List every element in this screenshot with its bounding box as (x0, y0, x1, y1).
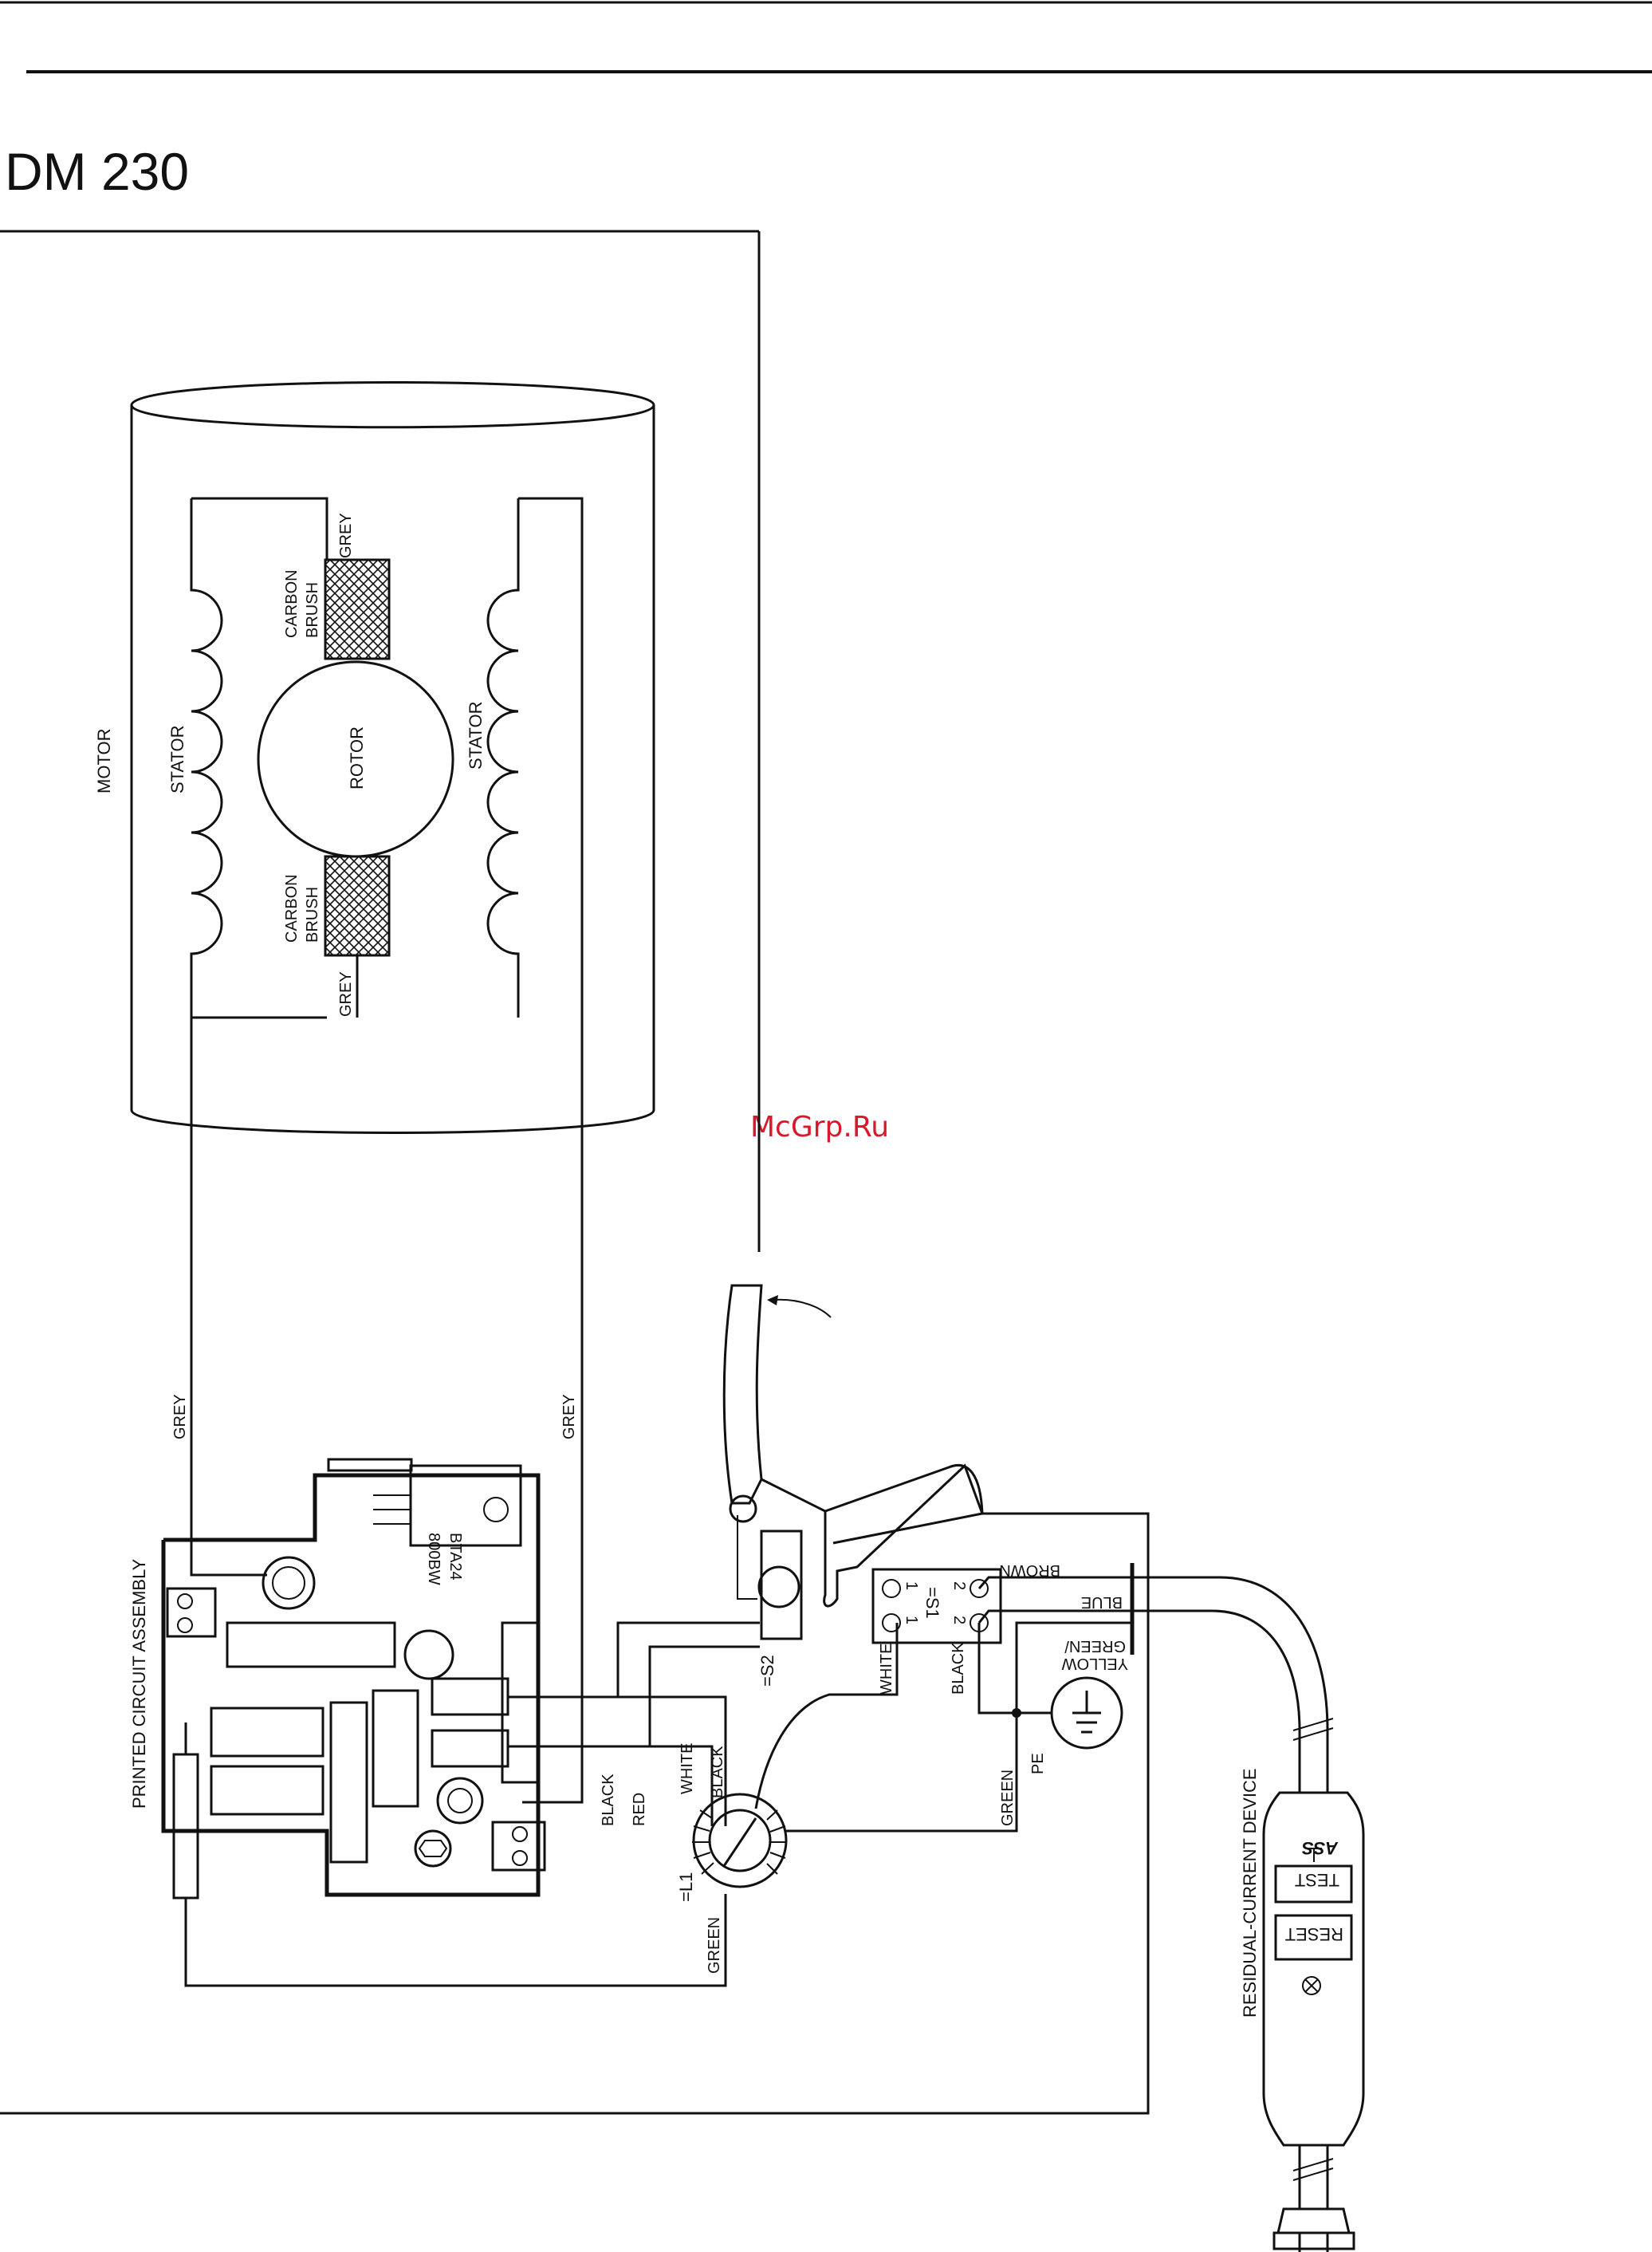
motor-label: MOTOR (94, 729, 114, 793)
switch-s2-lever (738, 1515, 757, 1599)
page-title: DM 230 (5, 142, 189, 201)
pcb-capacitor-top-inner (273, 1567, 305, 1599)
pcb-terminal-right-screw-2 (513, 1851, 527, 1865)
pcb-outline (163, 1475, 538, 1895)
stator-right-top-wire (518, 498, 582, 1514)
wire-brown-label: BROWN (999, 1561, 1060, 1579)
pcb-relay-1 (211, 1708, 323, 1756)
stator-right-label: STATOR (466, 701, 486, 770)
tool-housing-bottom (0, 1514, 1148, 2113)
mains-plug (1274, 2209, 1354, 2252)
wire-s1-black (979, 1623, 1017, 1713)
stator-left-top-wire (191, 498, 327, 560)
wire-black-s1-label: BLACK (950, 1642, 967, 1695)
switch-s1-pin-2a: 2 (950, 1581, 968, 1590)
pcb-block-tall (331, 1703, 367, 1862)
switch-s1-terminal-1a (883, 1580, 900, 1597)
switch-s2-label: =S2 (757, 1655, 777, 1687)
carbon-brush-bottom (325, 856, 389, 955)
rcd-reset-label: RESET (1285, 1924, 1343, 1944)
toroid-coil-l1: =L1 (676, 1794, 787, 1902)
pcb-suppressor-rod (174, 1754, 198, 1898)
wire-grey-right-label: GREY (560, 1394, 578, 1439)
motor-top-edge (132, 405, 654, 427)
wire-grey-left (191, 1018, 267, 1575)
motor-wire-bottom-label: GREY (337, 971, 355, 1017)
trigger-arrow (773, 1300, 831, 1317)
switch-s2-contact (759, 1567, 799, 1607)
pcb-label: PRINTED CIRCUIT ASSEMBLY (129, 1558, 149, 1809)
carbon-brush-top (325, 560, 389, 659)
power-cord-top-inner (1132, 1611, 1300, 1793)
wire-black-pcb (508, 1623, 760, 1697)
motor-outline (132, 383, 654, 1133)
pcb-resistor-bank (227, 1623, 395, 1667)
toroid-coil-core-line (724, 1818, 756, 1866)
pcb-capacitor-low-outer (438, 1778, 482, 1823)
wire-black-label: BLACK (600, 1774, 617, 1826)
rotor-label: ROTOR (347, 726, 367, 789)
brush-top-label-2: BRUSH (304, 582, 321, 638)
wire-blue (979, 1611, 1132, 1623)
wire-black-l1-label: BLACK (709, 1746, 726, 1798)
pcb-capacitor-round (405, 1631, 453, 1679)
motor-wire-top-label: GREY (337, 513, 355, 558)
switch-s1-label: =S1 (922, 1587, 942, 1619)
pcb-spade-1 (432, 1679, 508, 1715)
stator-right-coil (488, 498, 518, 1018)
wire-green-left-label: GREEN (706, 1917, 723, 1974)
residual-current-device: RESIDUAL-CURRENT DEVICE ASS TEST RESET (1240, 1768, 1363, 2145)
wire-grey-left-label: GREY (171, 1394, 189, 1439)
wire-red-label: RED (631, 1793, 648, 1826)
wire-green-right-label: GREEN (999, 1770, 1017, 1826)
wire-white-s1-label: WHITE (878, 1644, 895, 1695)
switch-s1-pin-2b: 2 (950, 1616, 968, 1624)
wire-l1-to-s1-white (756, 1623, 897, 1809)
brush-top-label-1: CARBON (283, 569, 301, 638)
triac-mount-hole (484, 1498, 508, 1522)
pcb-hex-screw (415, 1831, 450, 1866)
pcb-capacitor-top-outer (263, 1557, 314, 1608)
rcd-indicator-cross (1305, 1979, 1318, 1992)
motor: MOTOR STATOR STATOR ROTOR CARBON BRUSH C… (94, 383, 654, 1514)
protective-earth: PE (1012, 1678, 1122, 1774)
trigger-lever-body (724, 1285, 761, 1503)
pcb-hex-screw-head (419, 1841, 446, 1856)
pcb-block-mid (373, 1691, 418, 1806)
triac-label-1: BTA24 (446, 1533, 464, 1581)
rcd-test-label: TEST (1295, 1870, 1339, 1890)
stator-left-label: STATOR (167, 725, 187, 793)
wire-l1-to-pe-green (786, 1713, 1017, 1831)
wire-white-l1-label: WHITE (678, 1743, 696, 1794)
earth-label: PE (1029, 1753, 1047, 1774)
pcb-terminal-right-screw-1 (513, 1827, 527, 1841)
brush-bottom-label-1: CARBON (283, 874, 301, 943)
wire-green-yellow-label-1: GREEN/ (1064, 1637, 1126, 1655)
pcb-terminal-left-screw-1 (178, 1594, 192, 1608)
trigger-pivot (730, 1496, 756, 1522)
switch-s1: 1 1 2 2 =S1 (873, 1569, 1001, 1643)
pcb-capacitor-low-inner (448, 1789, 472, 1813)
coil-label: =L1 (676, 1872, 696, 1902)
pcb-terminal-left-screw-2 (178, 1618, 192, 1632)
switch-s2: =S2 (738, 1515, 801, 1687)
brush-bottom-label-2: BRUSH (304, 887, 321, 943)
trigger-lever (724, 1285, 982, 1606)
pcb-relay-2 (211, 1766, 323, 1814)
watermark: McGrp.Ru (750, 1111, 889, 1144)
switch-s2-body (761, 1531, 801, 1639)
switch-s1-pin-1b: 1 (903, 1616, 920, 1624)
triac-label-2: 800BW (425, 1533, 442, 1585)
plug-base (1274, 2233, 1354, 2249)
plug-body (1278, 2209, 1349, 2233)
wire-blue-label: BLUE (1081, 1593, 1123, 1611)
wire-green-bottom (186, 1894, 726, 1986)
pcb-spade-2 (432, 1730, 508, 1766)
switch-s1-pin-1a: 1 (903, 1581, 920, 1590)
rcd-label: RESIDUAL-CURRENT DEVICE (1240, 1768, 1260, 2018)
triac-heatsink (328, 1459, 411, 1470)
wire-green-yellow-label-2: YELLOW (1062, 1655, 1128, 1672)
trigger-arrow-head (767, 1295, 778, 1305)
